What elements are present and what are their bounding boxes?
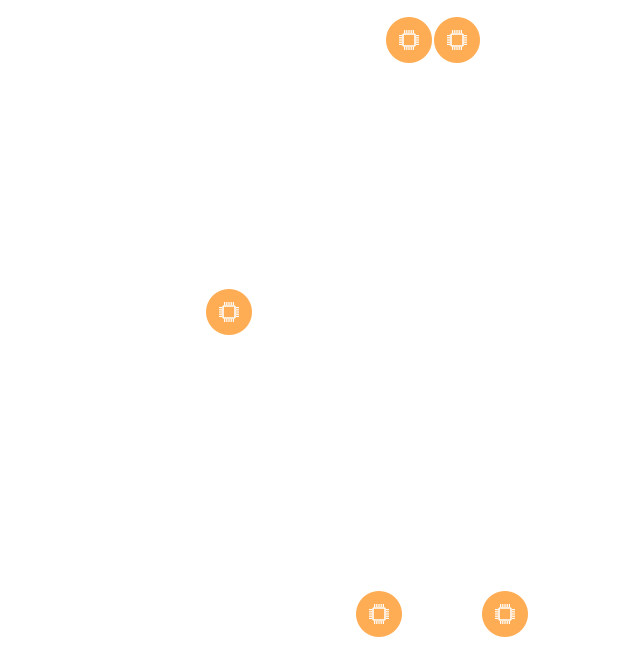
chip-marker[interactable] (386, 17, 432, 63)
chip-icon (396, 27, 422, 53)
chip-marker[interactable] (206, 289, 252, 335)
chip-icon (492, 601, 518, 627)
chip-icon (366, 601, 392, 627)
chip-marker[interactable] (434, 17, 480, 63)
chip-icon (216, 299, 242, 325)
chip-marker[interactable] (356, 591, 402, 637)
chip-icon (444, 27, 470, 53)
chip-marker[interactable] (482, 591, 528, 637)
